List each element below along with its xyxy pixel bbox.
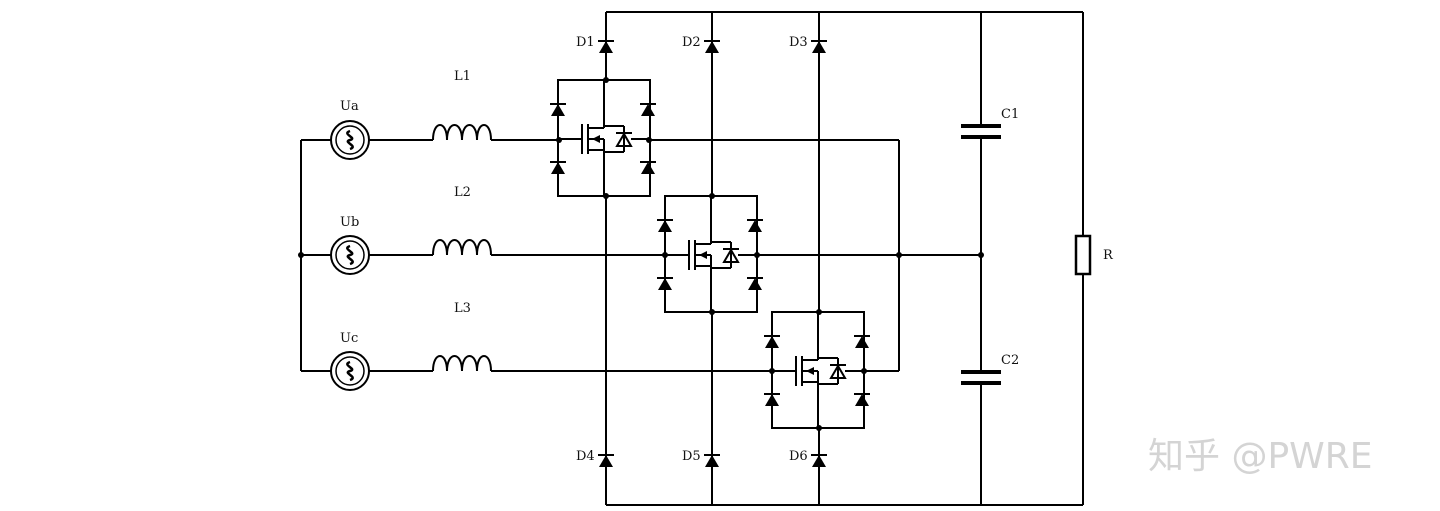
- diode-d3-symbol: [810, 40, 828, 54]
- diode-d4-symbol: [597, 454, 615, 468]
- diode-d5-label: D5: [682, 449, 701, 464]
- diode-d1-label: D1: [576, 35, 595, 50]
- capacitor-c2-symbol: [961, 370, 1001, 385]
- source-uc-symbol: [329, 350, 371, 392]
- inductor-l1-label: L1: [454, 69, 471, 84]
- inductor-l1-symbol: [432, 124, 492, 141]
- switch-cell-c: [764, 312, 870, 428]
- capacitor-c1-label: C1: [1001, 107, 1019, 122]
- diode-d2-symbol: [703, 40, 721, 54]
- diode-d4-label: D4: [576, 449, 595, 464]
- inductor-l2-symbol: [432, 239, 492, 256]
- inductor-l3-symbol: [432, 355, 492, 372]
- source-ub-symbol: [329, 234, 371, 276]
- diode-d6-label: D6: [789, 449, 808, 464]
- inductor-l3-label: L3: [454, 301, 471, 316]
- resistor-symbol: [1074, 234, 1092, 276]
- diode-d3-label: D3: [789, 35, 808, 50]
- watermark-text: 知乎 @PWRE: [1148, 436, 1373, 477]
- switch-cell-a: [550, 80, 656, 196]
- diode-d2-label: D2: [682, 35, 701, 50]
- wiring: [300, 11, 1084, 506]
- source-ua-label: Ua: [340, 99, 359, 114]
- capacitor-c1-symbol: [961, 124, 1001, 139]
- diode-d1-symbol: [597, 40, 615, 54]
- diode-d6-symbol: [810, 454, 828, 468]
- switch-cell-b: [657, 196, 763, 312]
- source-ua-symbol: [329, 119, 371, 161]
- source-uc-label: Uc: [340, 331, 358, 346]
- inductor-l2-label: L2: [454, 185, 471, 200]
- diode-d5-symbol: [703, 454, 721, 468]
- capacitor-c2-label: C2: [1001, 353, 1019, 368]
- resistor-label: R: [1103, 248, 1114, 263]
- source-ub-label: Ub: [340, 215, 359, 230]
